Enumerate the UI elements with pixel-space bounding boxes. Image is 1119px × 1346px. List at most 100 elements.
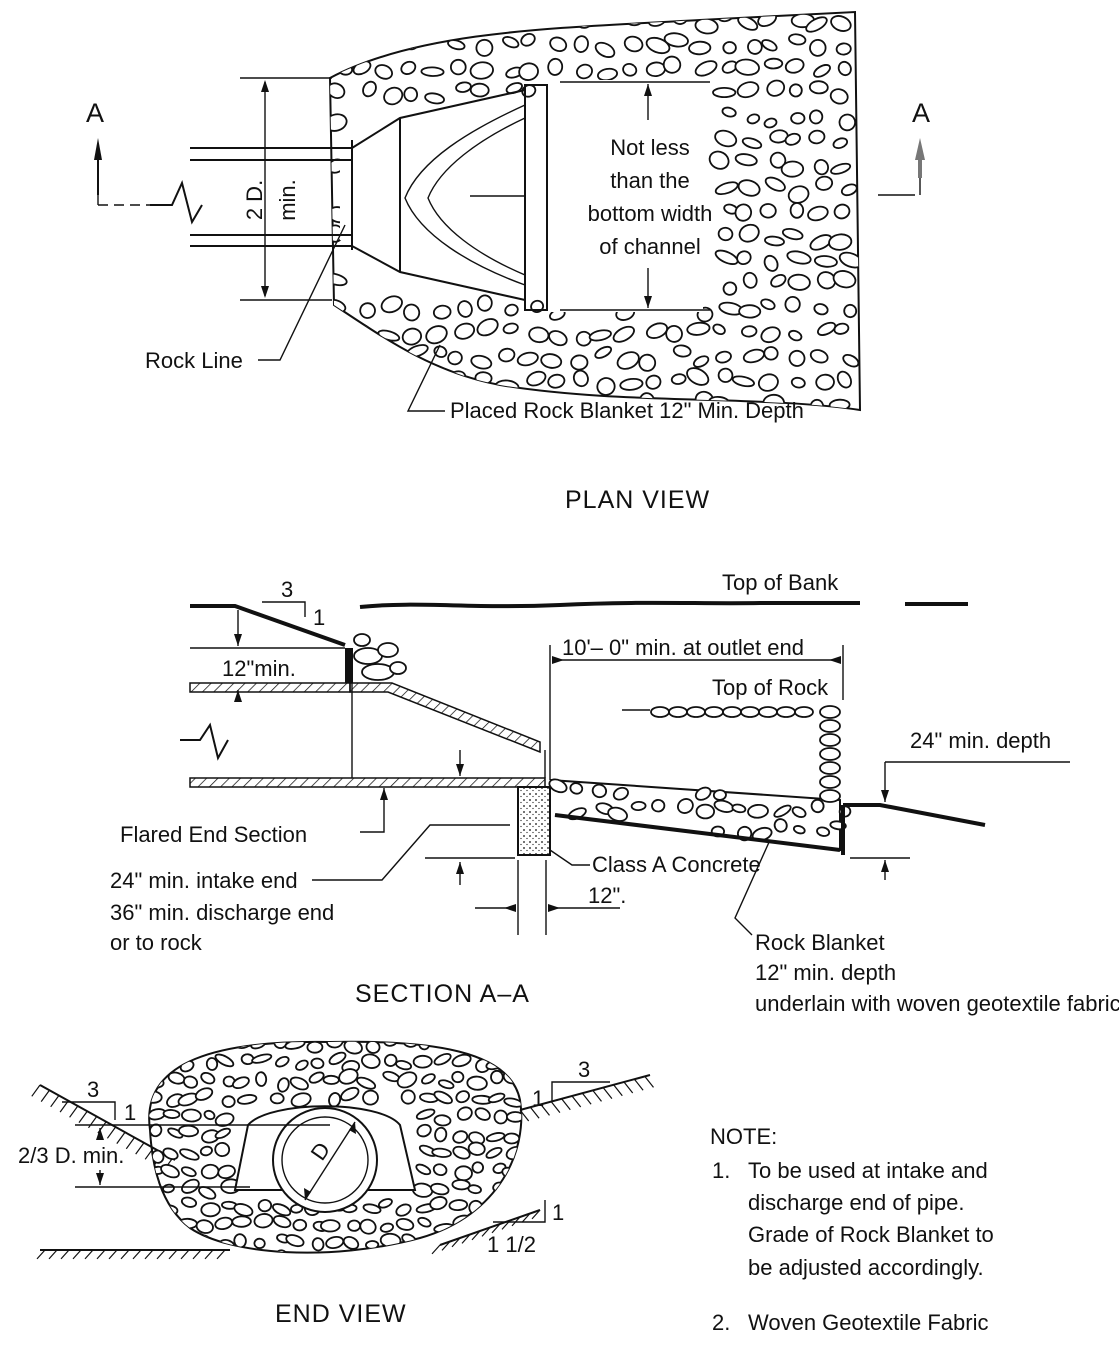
rock-stone xyxy=(449,58,467,76)
intake-end-label: 24" min. intake end xyxy=(110,868,298,893)
rock-stone xyxy=(214,1141,231,1158)
rock-stone xyxy=(447,39,466,51)
ground-hatch xyxy=(88,1116,98,1129)
rock-stone xyxy=(415,1108,436,1120)
rock-stone xyxy=(275,1055,290,1068)
rock-stone xyxy=(456,1106,473,1121)
rock-stone xyxy=(596,67,619,82)
rock-stone xyxy=(217,1251,236,1267)
rock-stone xyxy=(832,270,857,289)
rock-stone xyxy=(277,1077,290,1093)
rock-stone xyxy=(182,1041,199,1053)
ground-hatch xyxy=(644,1076,654,1088)
plan-dimension-2d xyxy=(240,77,332,301)
rock-stone xyxy=(549,36,568,53)
rock-stone xyxy=(590,12,610,24)
rock-stone xyxy=(784,132,801,146)
rock-stone xyxy=(572,369,589,388)
rock-stone xyxy=(764,235,785,247)
rock-stone xyxy=(448,1199,469,1212)
rock-stone xyxy=(773,818,788,833)
rock-stone xyxy=(503,1097,522,1108)
rock-stone xyxy=(475,1258,488,1267)
plan-channel-note-4: of channel xyxy=(599,234,701,259)
rock-stone xyxy=(455,1090,470,1104)
rock-stone xyxy=(792,825,806,835)
rock-stone xyxy=(180,1166,197,1178)
rock-stone xyxy=(734,203,753,222)
rock-stone xyxy=(433,1223,455,1234)
rock-stone xyxy=(313,1252,326,1263)
rock-stone xyxy=(430,1041,451,1048)
rock-stone xyxy=(352,12,378,24)
rock-stone xyxy=(502,1070,519,1085)
ground-hatch xyxy=(550,1101,561,1113)
rock-stone xyxy=(253,1237,266,1250)
rock-stone xyxy=(395,1059,413,1071)
rock-stone xyxy=(232,1076,250,1090)
ground-hatch xyxy=(623,1081,634,1094)
ground-hatch xyxy=(156,1249,166,1260)
rock-stone xyxy=(452,1130,469,1144)
ground-hatch xyxy=(132,1249,142,1260)
rock-stone xyxy=(457,300,473,318)
rock-stone xyxy=(485,1146,503,1159)
rock-stone xyxy=(808,129,826,145)
rock-stone xyxy=(233,1203,254,1217)
rock-stone xyxy=(432,1252,452,1253)
rock-stone xyxy=(447,350,463,366)
rock-stone xyxy=(199,1145,213,1157)
rock-stone xyxy=(454,1165,473,1182)
top-of-bank-line xyxy=(359,600,860,609)
rock-stone xyxy=(402,33,420,51)
rock-stone xyxy=(425,325,448,345)
rock-stone xyxy=(840,183,858,197)
rock-stone xyxy=(671,12,689,25)
rock-stone xyxy=(272,1215,292,1229)
plan-channel-note-3: bottom width xyxy=(588,201,713,226)
rock-stone xyxy=(352,399,370,410)
rock-stone xyxy=(151,1054,166,1068)
rock-stone xyxy=(506,1111,522,1123)
rock-stone xyxy=(162,1213,183,1229)
rock-stone xyxy=(162,1147,179,1161)
rock-stone xyxy=(194,1087,214,1101)
rock-stone xyxy=(451,1070,465,1084)
rock-stone xyxy=(736,250,752,266)
rock-blanket-label-1: Rock Blanket xyxy=(755,930,885,955)
end-right-run: 3 xyxy=(578,1057,590,1082)
rock-stone xyxy=(255,1071,268,1087)
cutoff-width-label: 12". xyxy=(588,883,626,908)
plan-dimension-channel xyxy=(560,81,710,311)
rock-stone xyxy=(738,223,760,243)
rock-stone xyxy=(311,1237,325,1252)
rock-stone xyxy=(424,92,445,105)
rock-stone xyxy=(714,181,739,196)
ground-hatch xyxy=(72,1249,82,1260)
end-view: D 3 1 3 1 2/3 D. min. 1 1 1/2 END VIEW xyxy=(18,1040,654,1328)
rock-stone xyxy=(470,1042,487,1055)
rock-stone xyxy=(663,32,689,48)
rock-stone xyxy=(588,329,612,342)
rock-stone xyxy=(231,1215,252,1228)
rock-stone xyxy=(645,36,671,55)
rock-stone xyxy=(205,1057,219,1071)
rock-stone xyxy=(290,1092,312,1108)
rock-stone xyxy=(573,35,589,53)
rock-stone xyxy=(612,786,629,801)
rock-stone xyxy=(788,349,806,367)
rock-stone xyxy=(359,302,376,319)
ground-hatch xyxy=(40,1089,50,1102)
rock-stone xyxy=(338,1068,359,1085)
rock-stone xyxy=(180,1196,198,1208)
rock-stone xyxy=(251,1053,273,1064)
rock-stone xyxy=(528,326,550,344)
rock-stone xyxy=(787,185,810,204)
rock-stone xyxy=(401,1041,419,1048)
rock-stone xyxy=(340,1086,360,1102)
plan-section-mark-right: A xyxy=(912,98,930,128)
rock-stone xyxy=(306,1041,324,1054)
rock-stone xyxy=(809,349,829,364)
rock-stone xyxy=(487,1259,499,1270)
ground-hatch xyxy=(633,1078,644,1091)
